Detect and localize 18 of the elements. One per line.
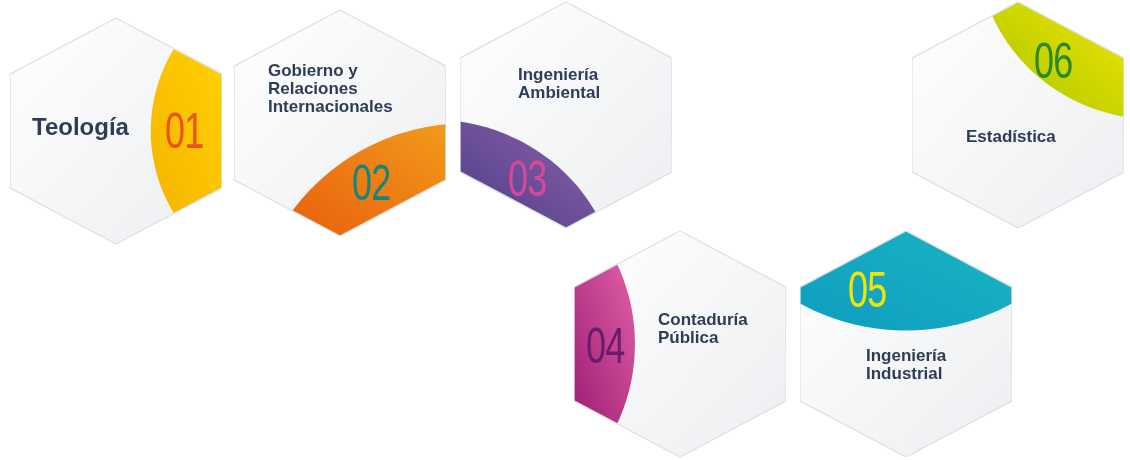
step-number: 04 (586, 321, 625, 371)
program-name: Ingeniería Ambiental (518, 66, 602, 102)
program-name: Estadística (966, 128, 1057, 146)
program-name: Gobierno y Relaciones Internacionales (268, 62, 394, 116)
step-number: 02 (352, 158, 391, 208)
hexagon-tile (234, 10, 446, 236)
step-number: 06 (1034, 36, 1073, 86)
hexagon-tile (10, 18, 222, 244)
program-name: Ingeniería Industrial (866, 347, 948, 383)
program-name: Contaduría Pública (658, 311, 749, 347)
program-name: Teología (32, 114, 130, 140)
hexagon-tile (460, 2, 672, 228)
step-number: 03 (508, 154, 547, 204)
step-number: 05 (848, 265, 887, 315)
hexagon-tile (800, 231, 1012, 457)
hexagon-tile (574, 231, 786, 457)
step-number: 01 (165, 106, 204, 156)
hexagon-tile (912, 2, 1124, 228)
